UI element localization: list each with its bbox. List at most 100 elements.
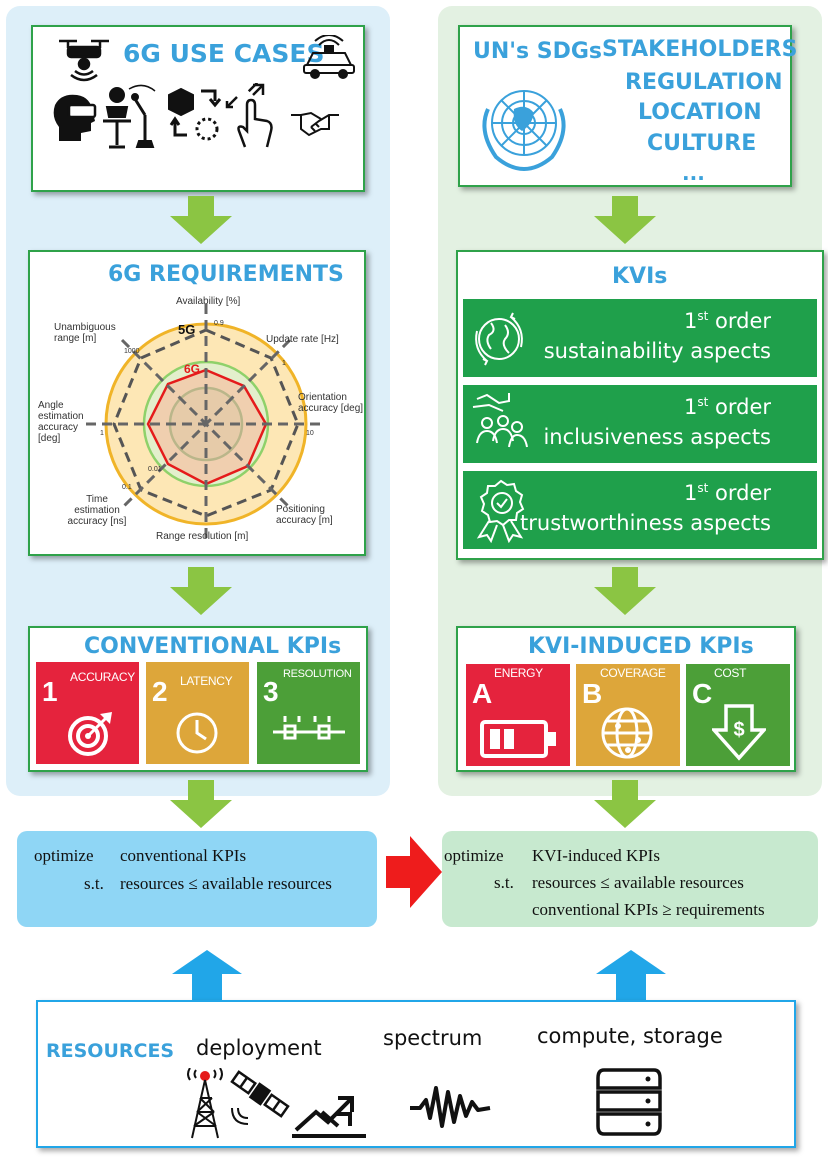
radar-5g-octagon — [112, 328, 300, 518]
optimization-left — [17, 831, 377, 927]
resolution-icon — [273, 716, 345, 740]
arrow-right-icon — [386, 836, 442, 908]
kpi-tile-resolution: 3 RESOLUTION — [257, 662, 360, 764]
un-emblem-icon — [482, 90, 566, 171]
resources-compute-label: compute, storage — [537, 1024, 723, 1048]
logistics-icon — [168, 87, 222, 141]
kvi-order-sup: st — [697, 395, 709, 409]
arrow-down-icon — [170, 196, 232, 244]
vr-headset-icon — [53, 94, 97, 141]
kvi-order-sup: st — [697, 309, 709, 323]
kvi-order-word: order — [715, 309, 771, 333]
radar-axis-unambiguous-range: Unambiguous range [m] — [54, 322, 116, 344]
kpi-tile-num: A — [472, 678, 493, 709]
resources-spectrum-label: spectrum — [383, 1026, 483, 1050]
opt-right-key-st: s.t. — [494, 873, 514, 892]
badge-check-icon — [476, 479, 525, 543]
arrow-down-icon — [594, 567, 656, 615]
requirements-box: 6G REQUIREMENTS Availability [%] Update … — [28, 250, 366, 556]
kpi-tile-label: RESOLUTION — [283, 668, 352, 680]
kvi-item-sustainability: 1st order sustainability aspects — [463, 299, 817, 377]
radar-tick: 10 — [306, 430, 314, 437]
kpi-tile-num: 2 — [152, 676, 168, 707]
kvis-title: KVIs — [612, 264, 668, 289]
resources-box — [36, 1000, 796, 1148]
robot-arm-icon — [103, 84, 156, 149]
kpi-tile-num: C — [692, 678, 713, 709]
kvi-order-word: order — [715, 395, 771, 419]
kvi-item-inclusiveness: 1st order inclusiveness aspects — [463, 385, 817, 463]
kpi-tile-label: COVERAGE — [600, 666, 666, 680]
opt-left-value-objective: conventional KPIs — [120, 846, 247, 865]
radar-axis-angle-estimation: Angle estimation accuracy [deg] — [38, 400, 84, 444]
arrow-down-icon — [594, 196, 656, 244]
kvi-aspect-inclusiveness: inclusiveness aspects — [543, 425, 771, 449]
globe-recycle-icon — [475, 312, 523, 366]
kvi-order-word: order — [715, 481, 771, 505]
arrow-down-icon — [594, 780, 656, 828]
use-cases-title: 6G USE CASES — [123, 39, 325, 68]
kvi-order-num: 1 — [683, 395, 698, 419]
waveform-icon — [410, 1086, 491, 1128]
requirements-title: 6G REQUIREMENTS — [108, 262, 344, 287]
opt-left-value-constraint: resources ≤ available resources — [120, 874, 332, 893]
opt-left-key-optimize: optimize — [34, 846, 94, 865]
arrow-up-icon — [596, 950, 666, 1000]
sdg-item-location: LOCATION — [638, 100, 762, 125]
server-icon — [596, 1068, 662, 1136]
kvi-kpi-tile-coverage: B COVERAGE — [576, 664, 680, 766]
radar-axis-update-rate: Update rate [Hz] — [266, 334, 339, 345]
sdg-item-stakeholders: STAKEHOLDERS — [602, 37, 798, 62]
radar-axis-orientation: Orientation accuracy [deg] — [298, 392, 364, 414]
opt-right-key-optimize: optimize — [444, 846, 504, 865]
opt-left-key-st: s.t. — [84, 874, 104, 893]
resources-title: RESOURCES — [46, 1040, 175, 1062]
radar-tick: 1000 — [124, 348, 140, 355]
radar-tick: 0.1 — [122, 484, 132, 491]
kvi-kpis-title: KVI-INDUCED KPIs — [528, 634, 754, 659]
kvi-aspect-trustworthiness: trustworthiness aspects — [520, 511, 771, 535]
kvi-order-num: 1 — [683, 309, 698, 333]
radar-chart — [86, 304, 326, 542]
arrow-down-icon — [170, 780, 232, 828]
kvi-order-num: 1 — [683, 481, 698, 505]
sdg-item-culture: CULTURE — [647, 131, 757, 156]
conventional-kpis-title: CONVENTIONAL KPIs — [84, 634, 342, 659]
radar-tick: 0.01 — [148, 466, 162, 473]
antenna-tower-icon — [187, 1068, 223, 1139]
sdg-item-ellipsis: ... — [682, 161, 705, 185]
radar-tick: 1 — [100, 430, 104, 437]
kvi-item-trustworthiness: 1st order trustworthiness aspects — [463, 471, 817, 549]
sdg-item-regulation: REGULATION — [625, 70, 783, 95]
clock-icon — [176, 712, 218, 754]
car-icon — [303, 35, 355, 79]
kvi-kpi-tile-energy: A ENERGY — [466, 664, 570, 766]
radar-axis-time-estimation: Time estimation accuracy [ns] — [67, 494, 127, 527]
drone-icon — [59, 39, 109, 82]
kvi-order-sup: st — [697, 481, 709, 495]
radar-axis-availability: Availability [%] — [176, 296, 241, 307]
radar-tick: 0.9 — [214, 320, 224, 327]
kpi-tile-label: LATENCY — [180, 674, 233, 688]
opt-right-value-constraint-2: conventional KPIs ≥ requirements — [532, 900, 765, 919]
radar-axis-positioning: Positioning accuracy [m] — [276, 504, 333, 526]
target-icon — [68, 712, 112, 756]
kpi-tile-label: ENERGY — [494, 666, 543, 680]
battery-icon — [480, 720, 556, 758]
radar-label-5g: 5G — [178, 322, 196, 337]
radar-tick: 1 — [282, 360, 286, 367]
opt-right-value-objective: KVI-induced KPIs — [532, 846, 660, 865]
radar-label-6g: 6G — [184, 362, 201, 376]
svg-text:$: $ — [733, 719, 744, 741]
kpi-tile-num: 1 — [42, 676, 58, 707]
kpi-tile-num: 3 — [263, 676, 279, 707]
use-cases-box: 6G USE CASES — [31, 25, 365, 192]
conventional-kpis-box: CONVENTIONAL KPIs 1 ACCURACY 2 LATENCY 3… — [28, 626, 368, 772]
satellite-icon — [230, 1070, 290, 1125]
arrow-up-icon — [172, 950, 242, 1000]
optimization-right — [442, 831, 818, 927]
kvi-aspect-sustainability: sustainability aspects — [543, 339, 771, 363]
people-hand-icon — [472, 393, 528, 448]
touch-icon — [225, 83, 273, 148]
kpi-tile-latency: 2 LATENCY — [146, 662, 249, 764]
